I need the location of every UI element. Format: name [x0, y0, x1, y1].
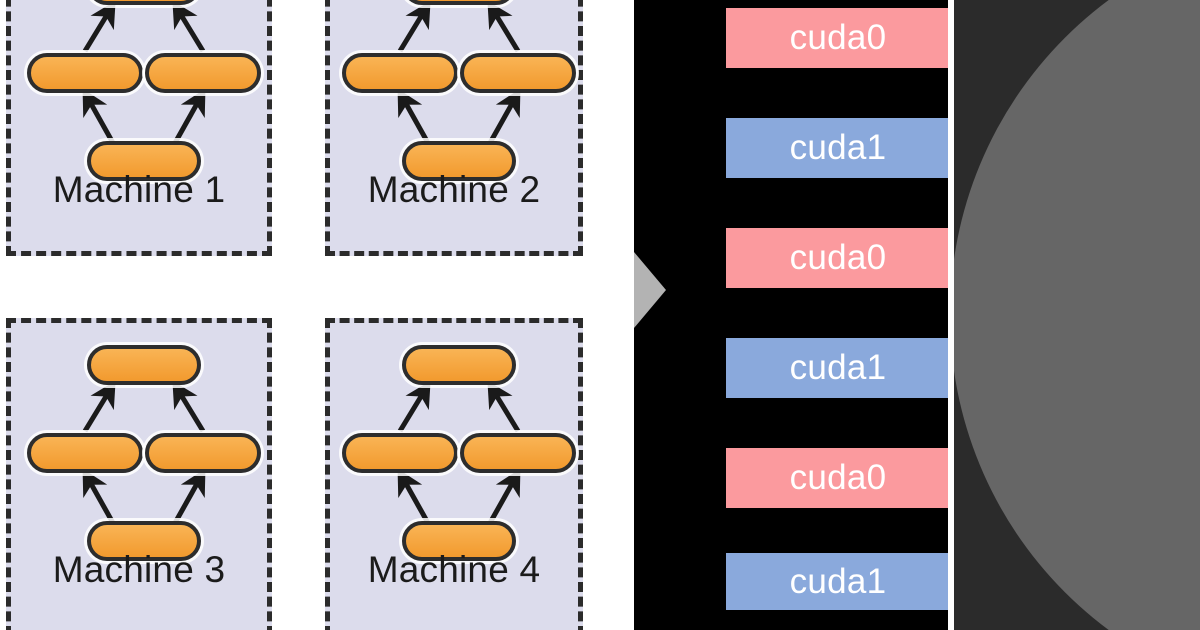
machine-box: Machine 2 — [325, 0, 583, 256]
device-bar[interactable]: cuda1 — [726, 338, 950, 398]
machine-label: Machine 2 — [367, 169, 541, 210]
machine-label: Machine 4 — [367, 549, 541, 590]
machine-node — [402, 521, 516, 561]
machine-node — [87, 0, 201, 5]
machine-node — [87, 521, 201, 561]
device-bar[interactable]: cuda0 — [726, 228, 950, 288]
machine-edges — [397, 380, 521, 525]
device-bar-label: cuda0 — [789, 18, 887, 57]
machine-edges — [82, 0, 206, 145]
device-bar[interactable]: cuda1 — [726, 118, 950, 178]
machine-label: Machine 3 — [52, 549, 226, 590]
machine-box: Machine 3 — [6, 318, 272, 630]
machine-node — [402, 141, 516, 181]
device-bar[interactable]: cuda1 — [726, 553, 950, 610]
machine-node — [402, 345, 516, 385]
device-bar[interactable]: cuda0 — [726, 448, 950, 508]
device-bar-label: cuda0 — [789, 238, 887, 277]
machines-panel: Machine 1 Machine 2 Machine 3 Machine 4 — [6, 0, 583, 630]
machine-node — [402, 0, 516, 5]
device-bar-label: cuda0 — [789, 458, 887, 497]
machine-label: Machine 1 — [52, 169, 226, 210]
machine-node — [460, 53, 576, 93]
machine-node — [342, 53, 458, 93]
device-bar-label: cuda1 — [789, 128, 887, 167]
circle-shape — [954, 0, 1200, 630]
machine-box: Machine 1 — [6, 0, 272, 256]
machine-node — [27, 433, 143, 473]
device-bar-label: cuda1 — [789, 561, 887, 601]
machine-node — [460, 433, 576, 473]
device-bar[interactable]: cuda0 — [726, 8, 950, 68]
machine-edges — [82, 380, 206, 525]
machine-node — [87, 141, 201, 181]
machine-edges — [397, 0, 521, 145]
dark-circle-card — [954, 0, 1200, 630]
machine-node — [145, 433, 261, 473]
machine-node — [342, 433, 458, 473]
machine-node — [27, 53, 143, 93]
device-list-panel: cuda0 cuda1 cuda0 cuda1 cuda0 cuda1 — [634, 0, 950, 630]
machine-node — [145, 53, 261, 93]
panel-divider — [948, 0, 954, 630]
device-bar-label: cuda1 — [789, 348, 887, 387]
machine-box: Machine 4 — [325, 318, 583, 630]
machine-node — [87, 345, 201, 385]
flow-arrow-icon — [634, 252, 666, 328]
